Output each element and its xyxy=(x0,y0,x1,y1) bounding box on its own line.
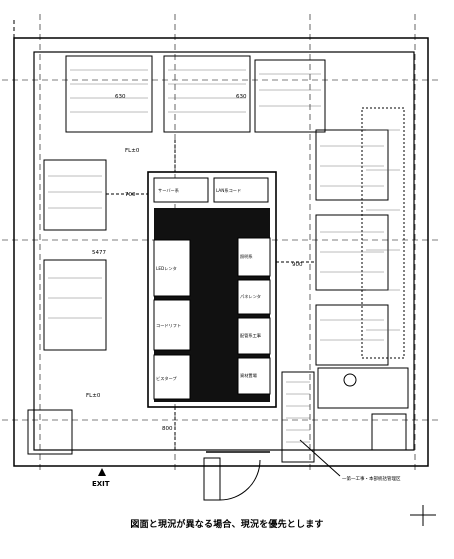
cabinet-box xyxy=(153,177,209,203)
toilet-icon xyxy=(343,373,357,387)
inner-wall xyxy=(33,51,415,451)
dim-label: 700 xyxy=(125,192,136,198)
dim-label: 900 xyxy=(292,262,303,268)
cabinet-box xyxy=(237,317,271,355)
cabinet-box xyxy=(237,357,271,395)
cabinet-label: LEDレンタ xyxy=(156,265,177,272)
cabinet-box xyxy=(213,177,269,203)
cabinet-box xyxy=(237,237,271,277)
pillar-box xyxy=(27,409,73,455)
fixture-top-1 xyxy=(65,55,153,133)
cabinet-label: LAN系コード xyxy=(216,187,241,193)
fixture-right-3 xyxy=(315,304,389,366)
annotation-leader xyxy=(299,439,341,477)
restroom xyxy=(317,367,409,409)
cabinet-box xyxy=(237,279,271,315)
stair xyxy=(281,371,315,463)
cabinet-label: パネレンタ xyxy=(240,293,261,300)
sink-box xyxy=(371,413,407,451)
annotation-text: 一第一工事・本部統括管理区 xyxy=(342,475,401,482)
cabinet-box xyxy=(153,354,191,400)
floor-level-label: FL±0 xyxy=(125,148,140,154)
cabinet-label: コードリフト xyxy=(156,323,181,328)
cabinet-box xyxy=(153,239,191,297)
floor-level-label: FL±0 xyxy=(86,393,101,399)
cabinet-label: 配管系工事 xyxy=(240,332,261,339)
cabinet-label: サーバー系 xyxy=(158,187,179,194)
fixture-top-2 xyxy=(163,55,251,133)
central-island xyxy=(147,171,277,408)
page-caption: 図面と現況が異なる場合、現況を優先とします xyxy=(130,520,324,530)
cabinet-box xyxy=(153,299,191,351)
fixture-right-2 xyxy=(315,214,389,291)
exit-label: EXIT xyxy=(92,480,110,488)
door-swing xyxy=(219,459,261,501)
outer-wall xyxy=(13,37,429,467)
dim-label: 800 xyxy=(162,426,173,432)
cabinet-label: 資材置場 xyxy=(240,372,258,379)
cabinet-label: ビスタープ xyxy=(156,375,177,382)
exit-arrow-icon xyxy=(98,468,106,476)
fixture-left-2 xyxy=(43,259,107,351)
cabinet-label: 照明系 xyxy=(240,253,253,260)
door xyxy=(203,457,221,501)
fixture-top-3 xyxy=(254,59,326,133)
fixture-left-1 xyxy=(43,159,107,231)
fixture-right-1 xyxy=(315,129,389,201)
dim-label: 630 xyxy=(115,94,126,100)
dim-label: 5477 xyxy=(92,250,106,256)
side-rack xyxy=(361,107,405,359)
dim-label: 630 xyxy=(236,94,247,100)
